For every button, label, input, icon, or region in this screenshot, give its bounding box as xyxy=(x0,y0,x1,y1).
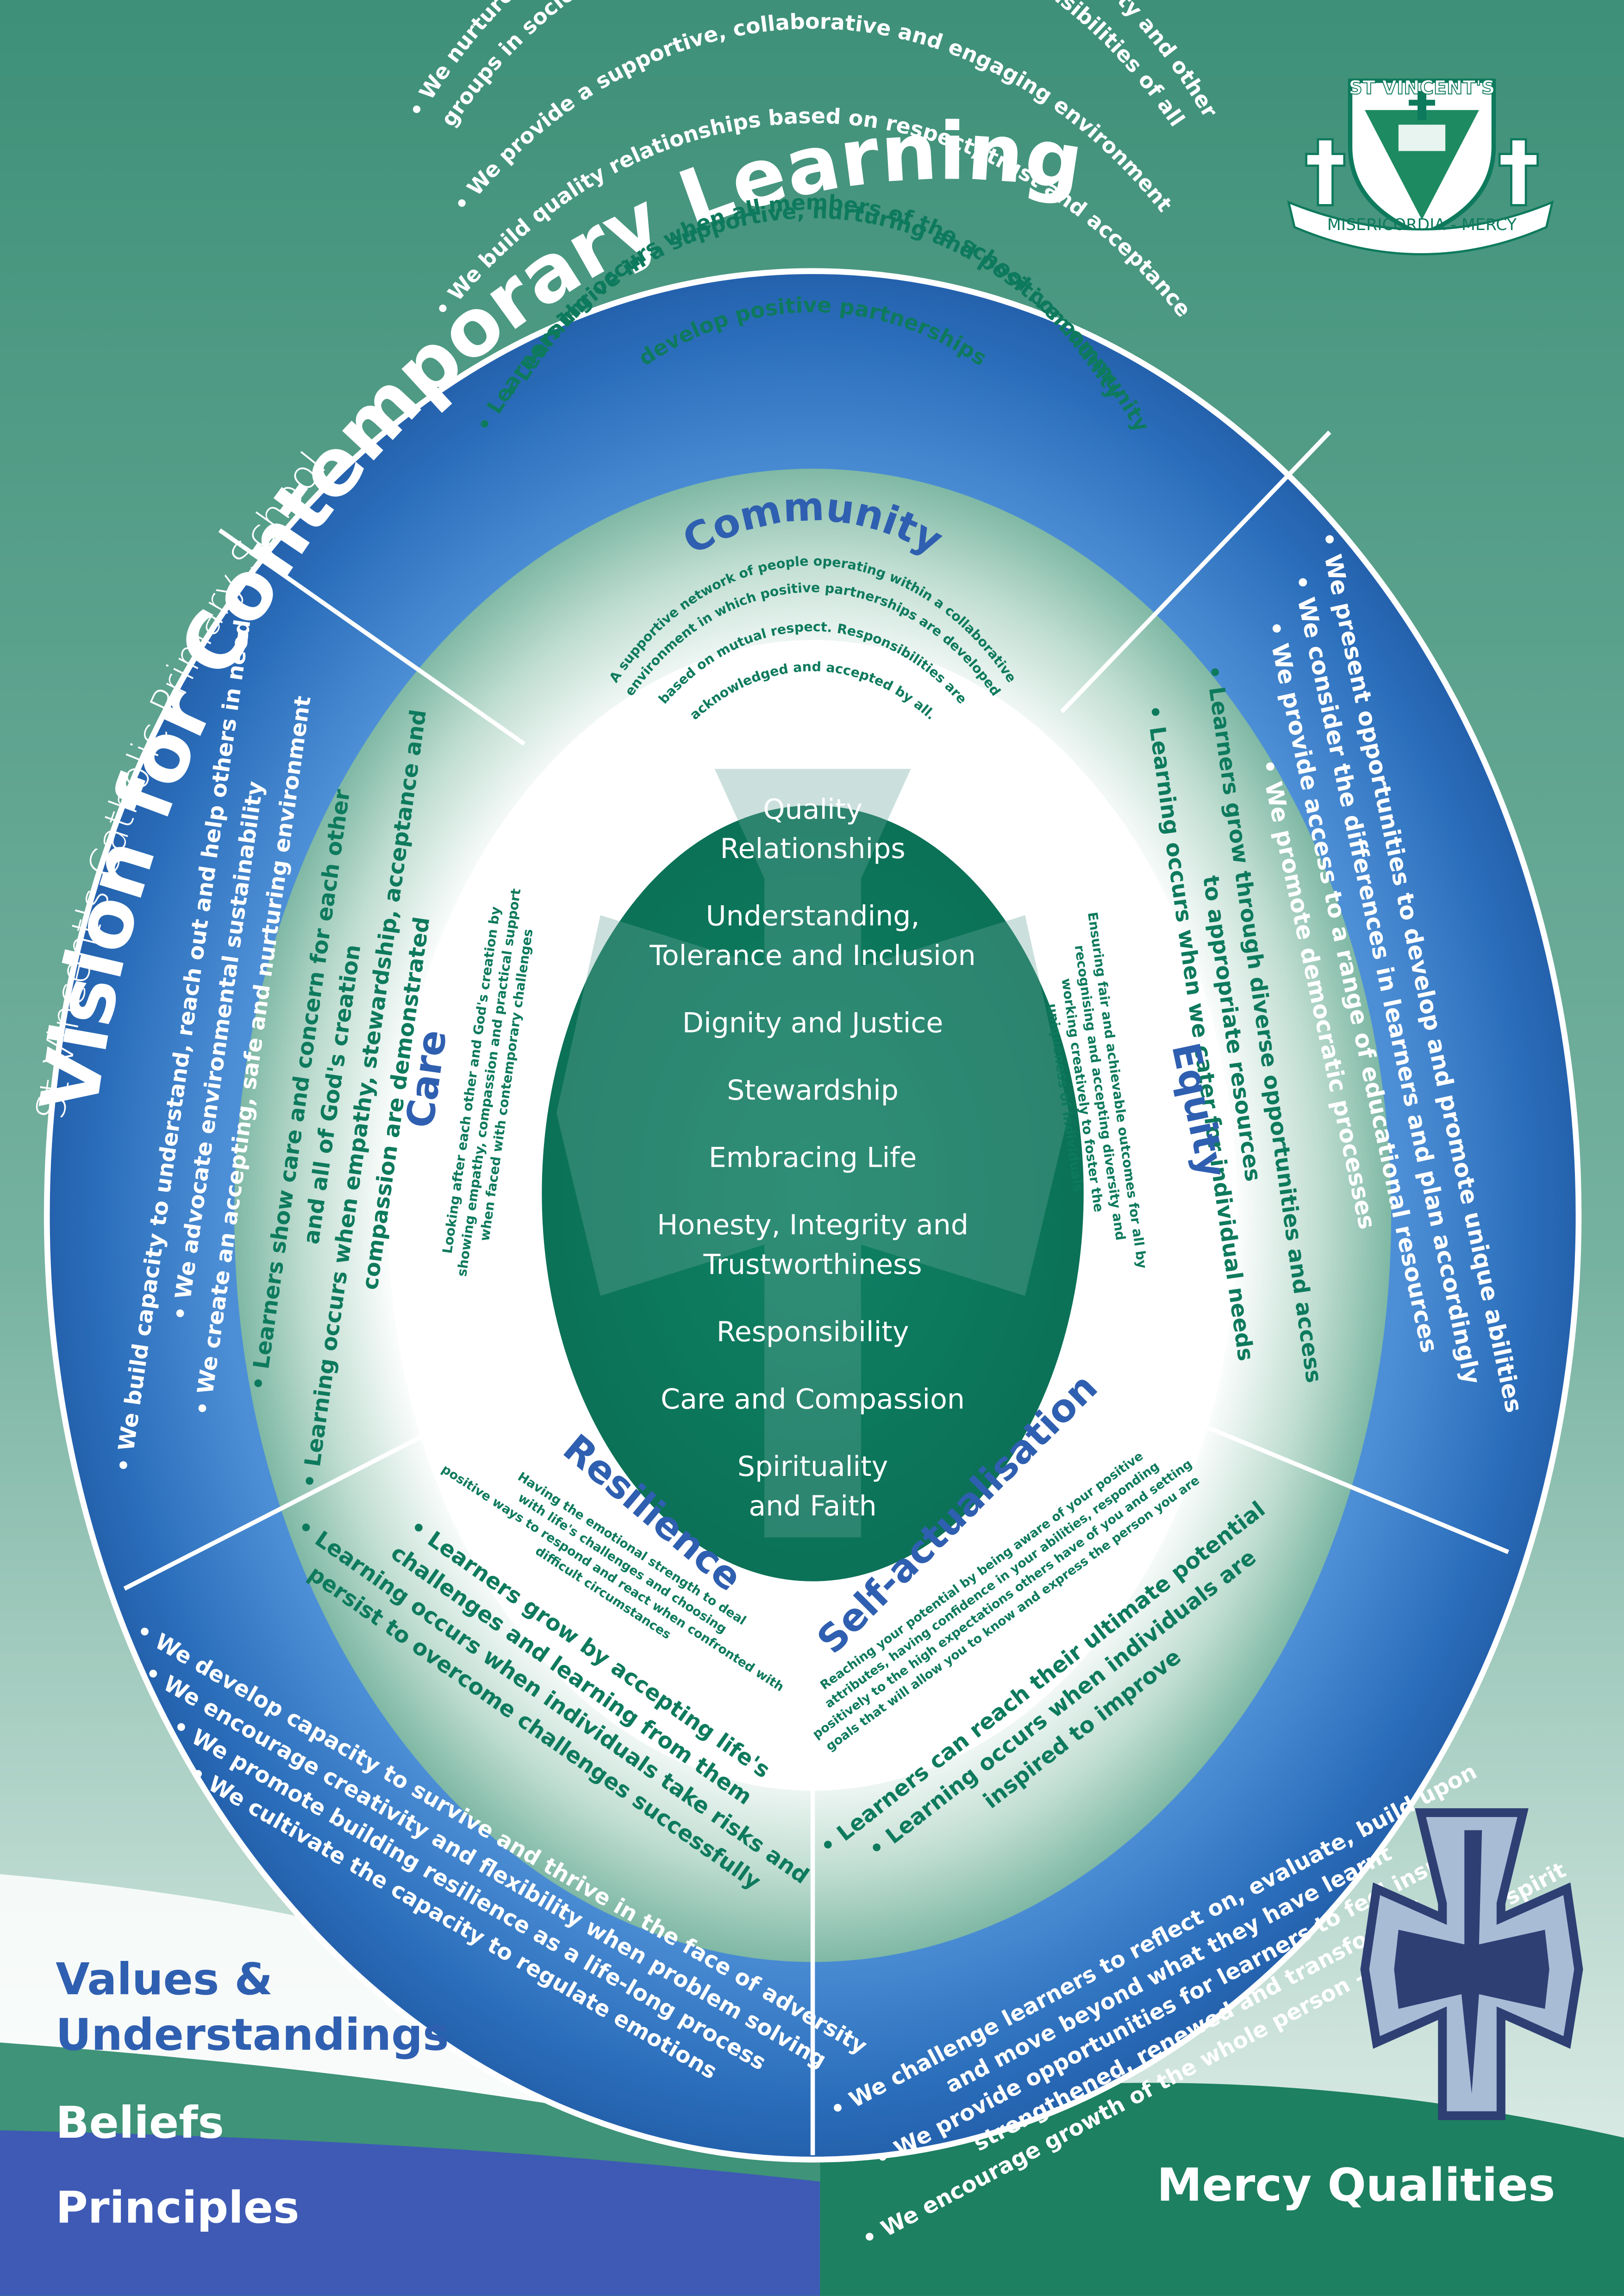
core-value-line: Dignity and Justice xyxy=(682,1007,943,1039)
svg-text:Understandings: Understandings xyxy=(56,2010,449,2060)
core-value-line: Care and Compassion xyxy=(661,1383,965,1416)
core-cross-watermark xyxy=(556,769,1069,1537)
core-value-line: Embracing Life xyxy=(709,1142,917,1174)
core-value-line: Spirituality xyxy=(737,1450,888,1483)
mercy-cross-icon xyxy=(1360,1808,1583,2120)
legend-mercy-qualities: Mercy Qualities xyxy=(1157,2159,1555,2212)
mercy-band xyxy=(820,2083,1624,2296)
core-value-line: Stewardship xyxy=(727,1074,899,1107)
legend-values: Values & Understandings xyxy=(56,1954,449,2060)
values-core xyxy=(542,805,1084,1581)
core-value-line: Honesty, Integrity and xyxy=(657,1209,968,1241)
core-value-line: Tolerance and Inclusion xyxy=(649,940,975,972)
core-value-line: Responsibility xyxy=(717,1316,909,1348)
principles-band xyxy=(0,2130,820,2296)
crest-top-text: ST VINCENT'S xyxy=(1349,76,1495,99)
core-value-line: Relationships xyxy=(720,833,905,865)
svg-text:Values &: Values & xyxy=(56,1954,273,2005)
core-value-line: Quality xyxy=(763,793,862,826)
crest-motto: MISERICORDIA - MERCY xyxy=(1327,216,1517,234)
school-crest: ST VINCENT'S MISERICORDIA - MERCY xyxy=(1287,76,1554,255)
core-value-line: and Faith xyxy=(749,1490,876,1522)
sector-dividers xyxy=(123,430,1509,2155)
legend-principles: Principles xyxy=(56,2182,299,2233)
crest-right-cross-icon xyxy=(1498,138,1539,206)
core-value-line: Understanding, xyxy=(706,900,920,933)
legend-beliefs: Beliefs xyxy=(56,2097,224,2148)
crest-left-cross-icon xyxy=(1305,138,1346,206)
core-value-line: Trustworthiness xyxy=(703,1249,922,1281)
